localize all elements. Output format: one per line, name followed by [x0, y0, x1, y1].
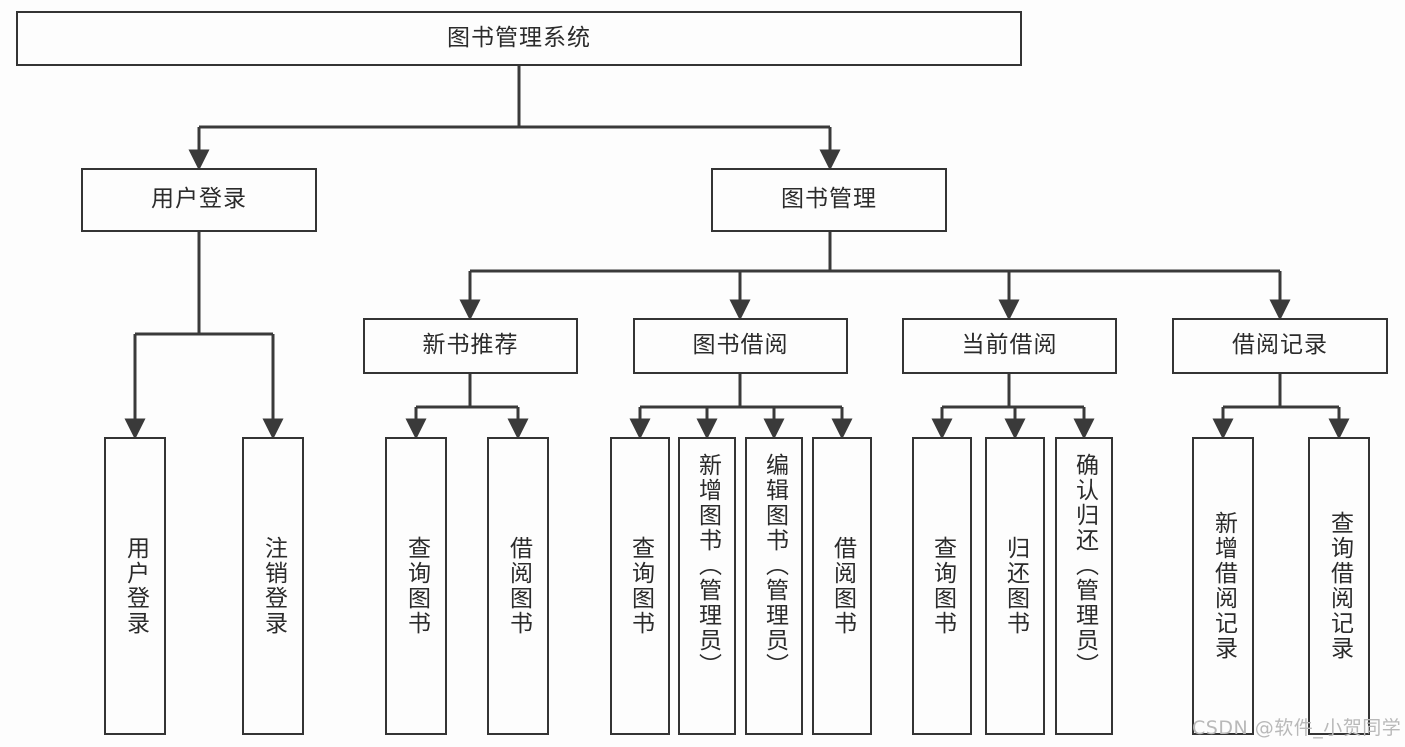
node-root-label: 图书管理系统: [447, 24, 591, 51]
watermark: CSDN @软件_小贺同学: [1192, 717, 1402, 739]
node-leaf-query-book-1-label: 查询图书: [403, 536, 430, 636]
node-borrow-record-label: 借阅记录: [1232, 332, 1328, 359]
node-leaf-query-book-2-label: 查询图书: [627, 536, 654, 636]
node-current-borrow[interactable]: 当前借阅: [902, 318, 1117, 374]
node-leaf-borrow-book-2[interactable]: 借阅图书: [812, 437, 872, 735]
node-leaf-user-login[interactable]: 用户登录: [104, 437, 166, 735]
node-leaf-borrow-book-1-label: 借阅图书: [505, 536, 532, 636]
node-leaf-user-logout-label: 注销登录: [260, 536, 287, 636]
node-user-login-label: 用户登录: [151, 186, 247, 213]
node-book-manage-label: 图书管理: [781, 186, 877, 213]
node-user-login[interactable]: 用户登录: [81, 168, 317, 232]
node-book-borrow-label: 图书借阅: [692, 332, 789, 359]
node-leaf-user-login-label: 用户登录: [122, 536, 149, 636]
node-leaf-return-book[interactable]: 归还图书: [985, 437, 1045, 735]
node-leaf-edit-book[interactable]: 编辑图书（管理员）: [745, 437, 803, 735]
node-leaf-confirm-return-label: 确认归还（管理员）: [1071, 453, 1098, 678]
node-leaf-query-book-1[interactable]: 查询图书: [385, 437, 447, 735]
node-book-manage[interactable]: 图书管理: [711, 168, 947, 232]
node-new-book-recommend[interactable]: 新书推荐: [363, 318, 578, 374]
node-current-borrow-label: 当前借阅: [961, 332, 1058, 359]
node-leaf-borrow-book-1[interactable]: 借阅图书: [487, 437, 549, 735]
node-leaf-user-logout[interactable]: 注销登录: [242, 437, 304, 735]
node-book-borrow[interactable]: 图书借阅: [633, 318, 848, 374]
node-leaf-return-book-label: 归还图书: [1002, 536, 1029, 636]
node-new-book-recommend-label: 新书推荐: [422, 332, 519, 359]
node-leaf-query-book-3[interactable]: 查询图书: [912, 437, 972, 735]
node-leaf-query-book-3-label: 查询图书: [929, 536, 956, 636]
node-leaf-query-record-label: 查询借阅记录: [1326, 511, 1353, 661]
node-leaf-edit-book-label: 编辑图书（管理员）: [761, 453, 788, 678]
node-leaf-add-book[interactable]: 新增图书（管理员）: [678, 437, 736, 735]
node-leaf-borrow-book-2-label: 借阅图书: [829, 536, 856, 636]
node-leaf-query-record[interactable]: 查询借阅记录: [1308, 437, 1370, 735]
node-leaf-confirm-return[interactable]: 确认归还（管理员）: [1055, 437, 1113, 735]
node-root[interactable]: 图书管理系统: [16, 11, 1022, 66]
node-leaf-add-book-label: 新增图书（管理员）: [694, 453, 721, 678]
node-borrow-record[interactable]: 借阅记录: [1172, 318, 1388, 374]
node-leaf-add-record-label: 新增借阅记录: [1210, 511, 1237, 661]
node-leaf-query-book-2[interactable]: 查询图书: [610, 437, 670, 735]
node-leaf-add-record[interactable]: 新增借阅记录: [1192, 437, 1254, 735]
